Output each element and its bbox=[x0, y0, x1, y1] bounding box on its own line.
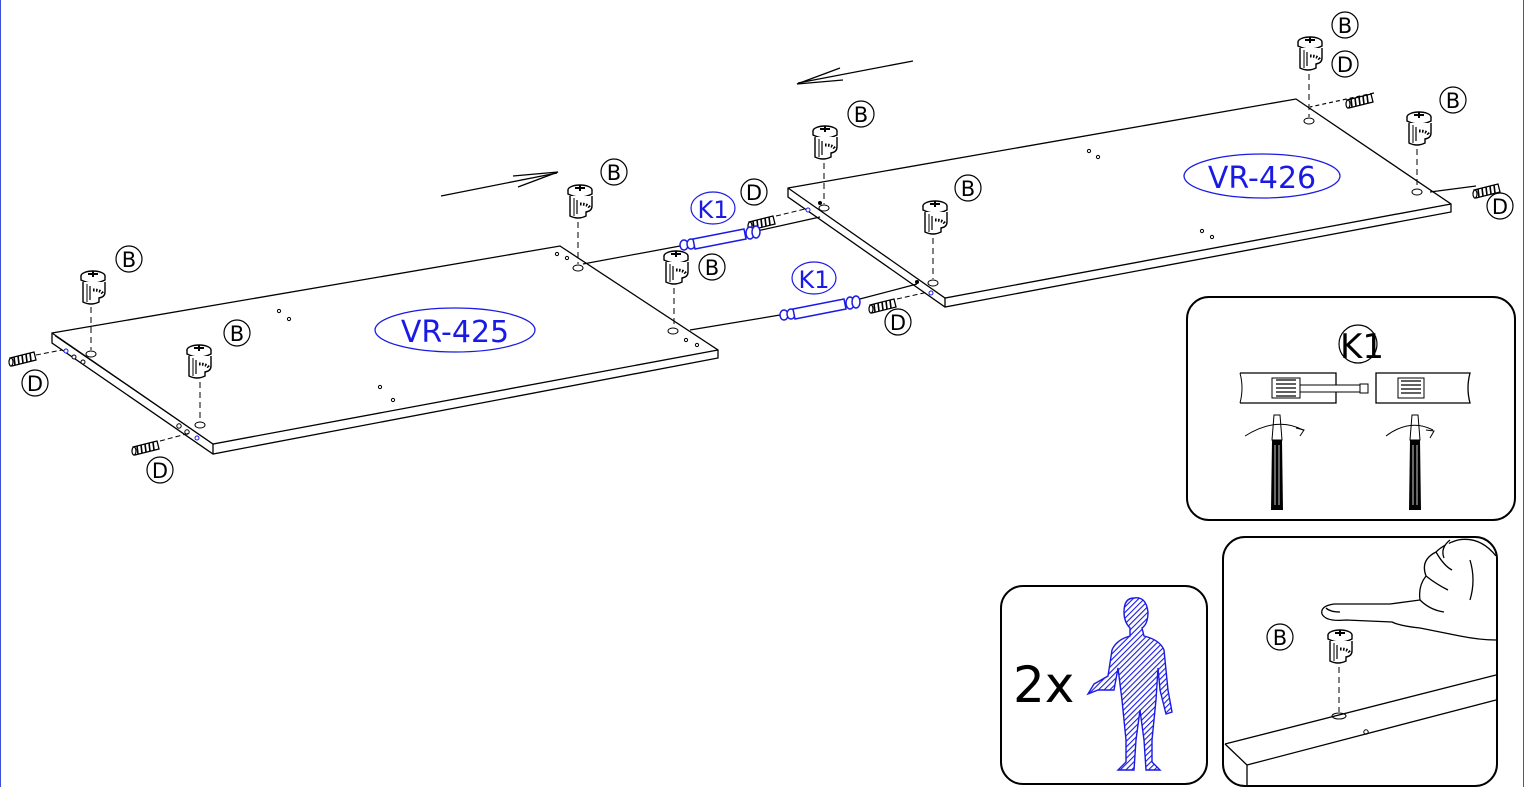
detail-box-two-people: 2x bbox=[1000, 585, 1208, 785]
svg-text:B: B bbox=[854, 103, 868, 127]
svg-text:B: B bbox=[1273, 626, 1287, 650]
callout-b-1: B bbox=[115, 245, 143, 273]
dowel-4 bbox=[868, 291, 929, 314]
callout-b-5: B bbox=[847, 100, 875, 128]
callout-d-4: D bbox=[884, 308, 912, 336]
callout-d-3: D bbox=[740, 178, 768, 206]
dowel-2 bbox=[131, 432, 191, 456]
dowel-3 bbox=[747, 208, 806, 231]
svg-text:D: D bbox=[1492, 195, 1508, 219]
svg-text:D: D bbox=[746, 181, 762, 205]
callout-b-8: B bbox=[1439, 86, 1467, 114]
panel-vr-425 bbox=[51, 245, 719, 455]
callout-b-2: B bbox=[223, 319, 251, 347]
detail-box-cam-lock: B bbox=[1222, 536, 1498, 787]
callout-d-6: D bbox=[1486, 192, 1514, 220]
svg-text:D: D bbox=[890, 311, 906, 335]
svg-text:K1: K1 bbox=[697, 196, 728, 224]
svg-text:K1: K1 bbox=[1340, 327, 1384, 367]
cam-lock-6 bbox=[921, 199, 949, 279]
svg-text:VR-426: VR-426 bbox=[1208, 161, 1316, 196]
svg-text:D: D bbox=[27, 372, 43, 396]
callout-k1-2: K1 bbox=[791, 261, 837, 295]
k1-bolt-1 bbox=[679, 225, 761, 251]
svg-text:B: B bbox=[122, 248, 136, 272]
cam-lock-8 bbox=[1405, 110, 1433, 188]
hand-icon bbox=[1321, 538, 1497, 641]
svg-text:2x: 2x bbox=[1013, 656, 1074, 714]
cam-lock-1 bbox=[79, 269, 107, 350]
panel-vr-426 bbox=[787, 98, 1452, 308]
panel-label-vr-426: VR-426 bbox=[1183, 153, 1341, 199]
arrow-right bbox=[440, 171, 559, 197]
person-icon bbox=[1086, 597, 1173, 771]
callout-b-7: B bbox=[1331, 11, 1359, 39]
callout-b-3: B bbox=[600, 158, 628, 186]
cam-lock-5 bbox=[811, 124, 839, 204]
callout-b-4: B bbox=[698, 253, 726, 281]
panel-label-vr-425: VR-425 bbox=[374, 307, 536, 353]
cam-lock-7 bbox=[1296, 35, 1324, 117]
dowel-1 bbox=[8, 349, 63, 367]
k1-bolt-2 bbox=[779, 295, 861, 321]
svg-text:K1: K1 bbox=[798, 266, 829, 294]
svg-text:D: D bbox=[1337, 53, 1353, 77]
callout-d-5: D bbox=[1331, 50, 1359, 78]
callout-d-2: D bbox=[146, 456, 174, 484]
detail-box-k1: K1 bbox=[1186, 296, 1516, 521]
svg-text:VR-425: VR-425 bbox=[401, 315, 509, 350]
svg-text:B: B bbox=[230, 322, 244, 346]
svg-text:D: D bbox=[152, 459, 168, 483]
arrow-left bbox=[796, 60, 914, 85]
svg-text:B: B bbox=[1338, 14, 1352, 38]
cam-lock-3 bbox=[566, 183, 594, 264]
callout-b-6: B bbox=[954, 174, 982, 202]
cam-lock-2 bbox=[185, 343, 213, 420]
svg-text:B: B bbox=[961, 177, 975, 201]
callout-d-1: D bbox=[21, 369, 49, 397]
svg-text:B: B bbox=[1446, 89, 1460, 113]
svg-text:B: B bbox=[705, 256, 719, 280]
callout-k1-1: K1 bbox=[690, 191, 736, 225]
svg-text:B: B bbox=[607, 161, 621, 185]
cam-lock-4 bbox=[662, 249, 690, 327]
